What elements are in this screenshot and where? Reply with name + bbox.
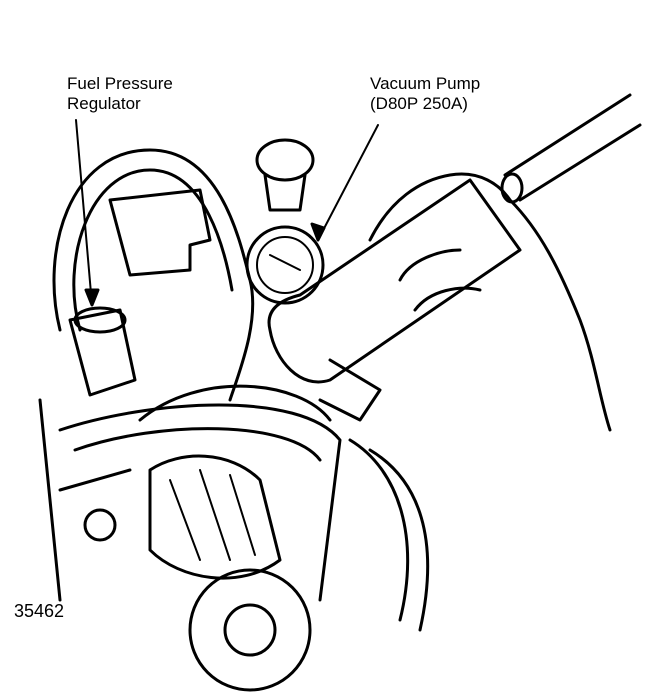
- pump-handle: [503, 93, 642, 202]
- label-line: Regulator: [67, 94, 141, 113]
- pulley: [138, 384, 332, 422]
- vacuum-pump-arrowhead: [310, 222, 326, 242]
- vacuum-gauge: [245, 225, 325, 305]
- regulator-arrowhead: [84, 288, 100, 307]
- hand: [368, 172, 612, 432]
- hose: [52, 148, 255, 402]
- vacuum-pump-body: [267, 178, 522, 384]
- belt: [348, 438, 430, 632]
- label-line: (D80P 250A): [370, 94, 468, 113]
- fuel-pressure-regulator-label: Fuel Pressure Regulator: [67, 74, 173, 114]
- regulator-leader-line: [75, 119, 93, 306]
- valve-top: [255, 138, 315, 182]
- bracket: [108, 188, 212, 277]
- vacuum-pump-leader-line: [317, 124, 379, 241]
- vacuum-pump-label: Vacuum Pump (D80P 250A): [370, 74, 480, 114]
- regulator-cap: [73, 306, 127, 334]
- figure-number: 35462: [14, 601, 65, 621]
- alternator: [148, 454, 282, 580]
- lower-pulley: [188, 568, 312, 692]
- fuel-pressure-regulator: [68, 308, 137, 397]
- label-line: Fuel Pressure: [67, 74, 173, 93]
- hose-inner: [72, 168, 234, 332]
- label-line: Vacuum Pump: [370, 74, 481, 93]
